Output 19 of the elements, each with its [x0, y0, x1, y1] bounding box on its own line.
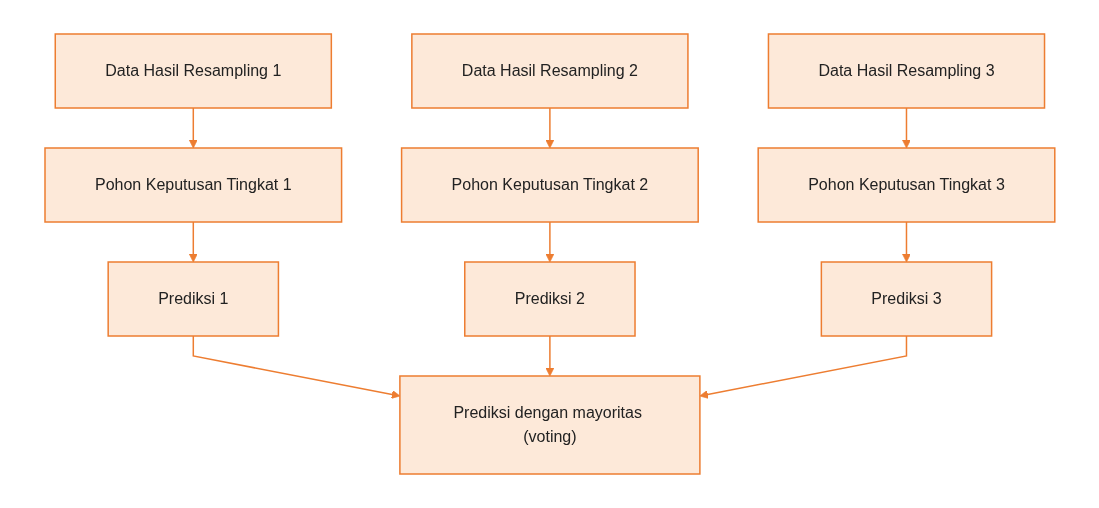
arrow [192, 335, 400, 399]
node-box: Prediksi dengan mayoritas (voting) [398, 375, 701, 475]
node-box: Prediksi 2 [463, 261, 636, 337]
node-box: Data Hasil Resampling 1 [54, 33, 332, 109]
node-box: Data Hasil Resampling 2 [410, 33, 689, 109]
node-box: Pohon Keputusan Tingkat 3 [757, 147, 1056, 223]
arrow [545, 221, 554, 263]
node-box: Prediksi 3 [820, 261, 992, 337]
arrow [901, 221, 911, 263]
node-box: Data Hasil Resampling 3 [767, 33, 1045, 109]
arrow [699, 335, 907, 399]
arrow [188, 107, 198, 149]
arrow [901, 107, 911, 149]
arrow [188, 221, 198, 263]
node-box: Prediksi 1 [107, 261, 279, 337]
node-box: Pohon Keputusan Tingkat 2 [400, 147, 699, 223]
arrow [545, 335, 554, 377]
arrow [545, 107, 554, 149]
node-box: Pohon Keputusan Tingkat 1 [43, 147, 342, 223]
